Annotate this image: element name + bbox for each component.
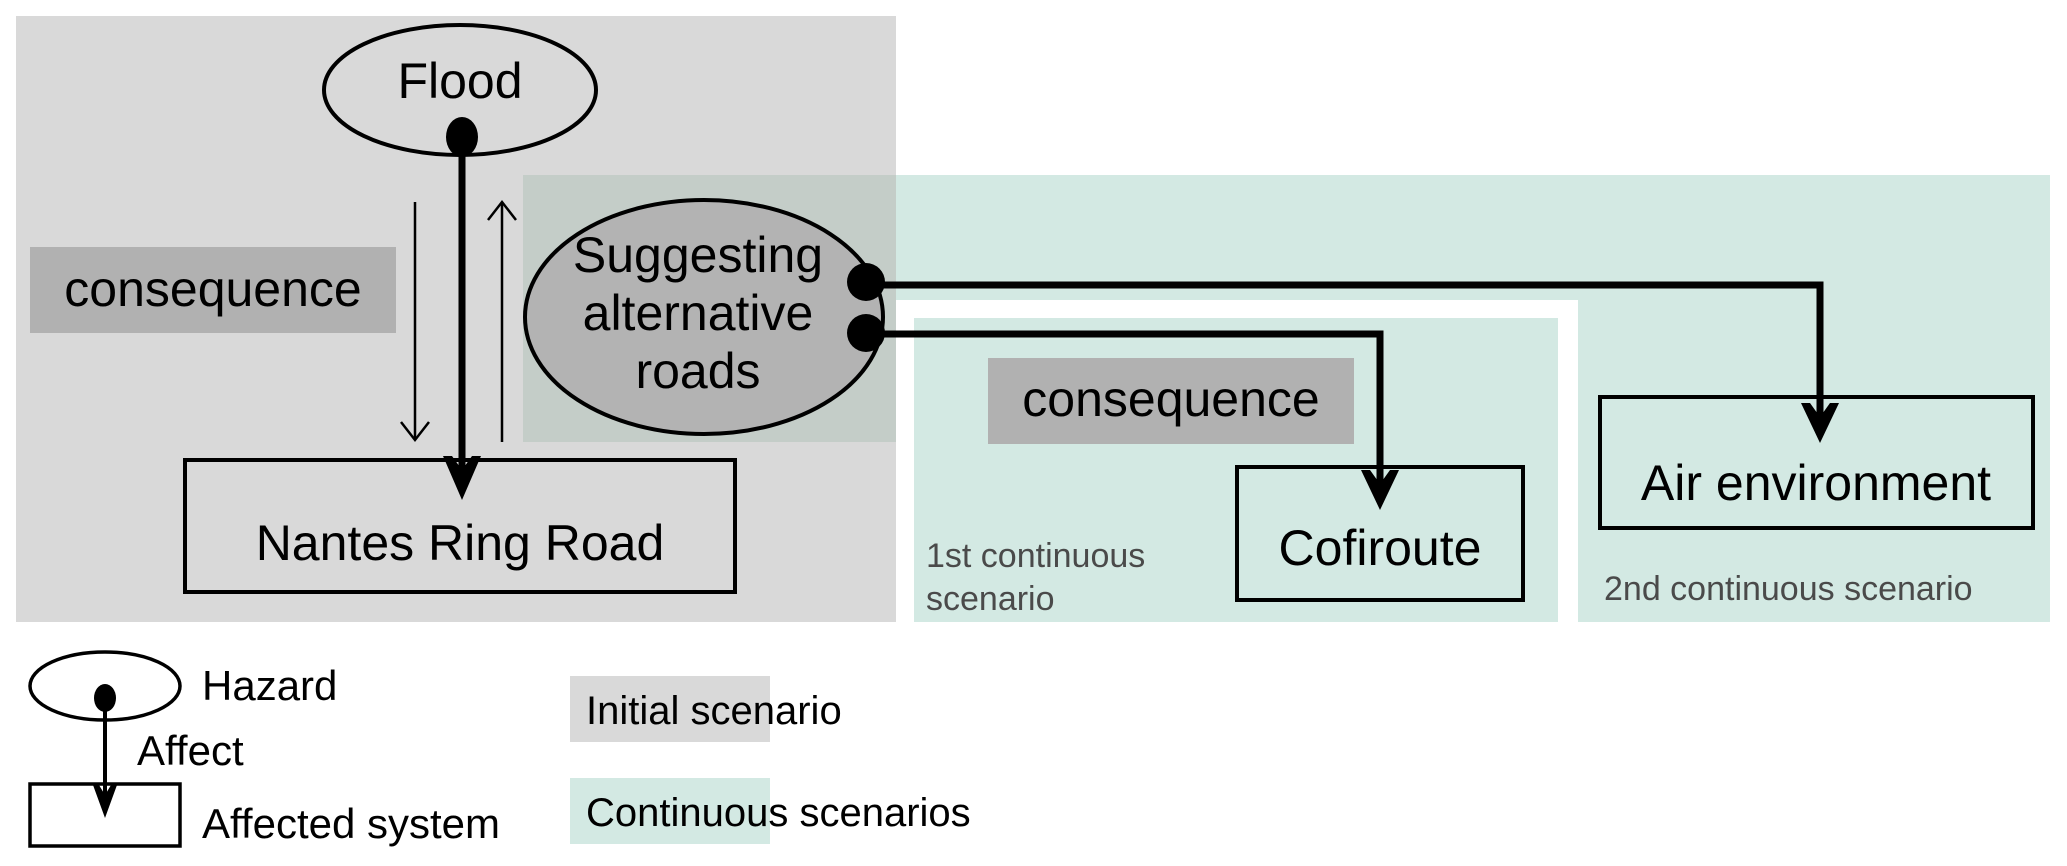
- nantes-ring-road-label: Nantes Ring Road: [256, 515, 665, 571]
- edge-flood-to-nantes[interactable]: [443, 117, 481, 500]
- consequence-label-left: consequence: [64, 261, 361, 317]
- suggest-label-line-2: alternative: [583, 285, 814, 341]
- consequence-label-left-bg: [30, 247, 396, 333]
- air-environment-label: Air environment: [1641, 455, 1991, 511]
- edge-suggest-to-cofiroute[interactable]: [847, 314, 1399, 510]
- consequence-label-mid-bg: [988, 358, 1354, 444]
- suggest-label-line-3: roads: [635, 343, 760, 399]
- consequence-down-arrowhead: [400, 421, 430, 443]
- flood-label: Flood: [397, 53, 522, 109]
- feedback-up-arrowhead: [487, 199, 517, 221]
- edge-arrowhead: [1361, 470, 1399, 510]
- edge-arrowhead: [1801, 403, 1839, 443]
- legend-continuous-scenarios-label: Continuous scenarios: [586, 791, 971, 835]
- consequence-label-mid: consequence: [1022, 371, 1319, 427]
- edge-arrowhead: [443, 456, 481, 500]
- first-continuous-caption-line-2: scenario: [926, 580, 1055, 618]
- legend-hazard-label: Hazard: [202, 662, 337, 709]
- legend-initial-scenario-label: Initial scenario: [586, 689, 842, 733]
- cofiroute-label: Cofiroute: [1279, 520, 1482, 576]
- suggest-alternative-roads-node[interactable]: [523, 198, 885, 436]
- legend-affected-system-label: Affected system: [202, 800, 500, 847]
- legend-initial-scenario-swatch: [570, 676, 770, 742]
- legend-affect-arrowhead: [93, 785, 117, 818]
- legend-continuous-scenarios-swatch: [570, 778, 770, 844]
- legend: Hazard Affect Affected system Initial sc…: [28, 650, 971, 848]
- region-gap-left: [896, 440, 914, 622]
- edge-suggest-to-air[interactable]: [847, 263, 1839, 443]
- suggest-label-line-1: Suggesting: [573, 227, 823, 283]
- legend-affected-system-icon: [28, 782, 182, 848]
- legend-affect-label: Affect: [137, 727, 244, 774]
- first-continuous-caption-line-1: 1st continuous: [926, 537, 1145, 575]
- second-continuous-caption: 2nd continuous scenario: [1604, 570, 1973, 608]
